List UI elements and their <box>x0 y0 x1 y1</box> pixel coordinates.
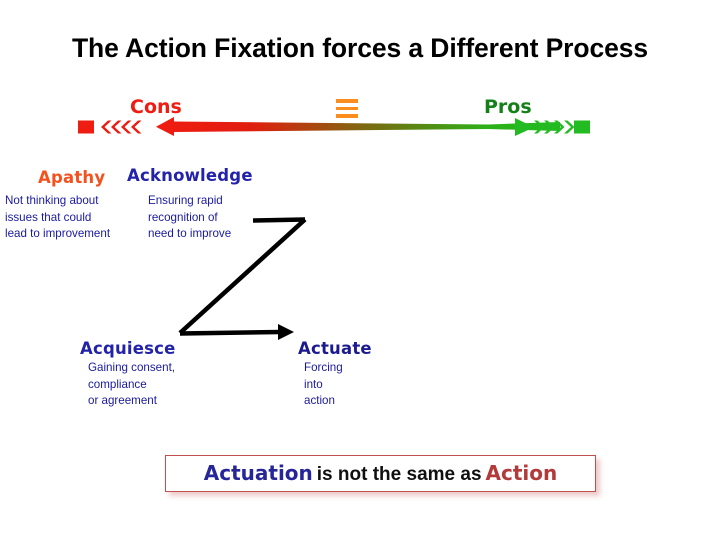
quadrant-body-actuate: Forcing into action <box>304 361 343 407</box>
quadrant-body-acknowledge: Ensuring rapid recognition of need to im… <box>148 194 232 240</box>
callout-middle-phrase: is not the same as <box>316 464 482 485</box>
cons-label: Cons <box>130 96 182 118</box>
callout-word-action: Action <box>485 461 558 485</box>
quadrant-heading-acknowledge: Acknowledge <box>127 166 253 185</box>
triple-bar-icon <box>336 99 358 118</box>
callout-word-actuation: Actuation <box>203 461 313 485</box>
quadrant-heading-actuate: Actuate <box>298 339 372 358</box>
pros-label: Pros <box>484 96 532 118</box>
quadrant-body-acquiesce: Gaining consent, compliance or agreement <box>88 361 176 407</box>
spectrum-gradient-arrow <box>78 117 590 136</box>
quadrant-heading-apathy: Apathy <box>38 168 106 187</box>
page-title: The Action Fixation forces a Different P… <box>71 33 649 63</box>
z-shaped-flow-arrow <box>178 217 307 340</box>
cons-pros-spectrum: Cons Pros <box>60 96 600 142</box>
quadrant-body-apathy: Not thinking about issues that could lea… <box>5 194 111 240</box>
quadrant-heading-acquiesce: Acquiesce <box>80 339 176 358</box>
